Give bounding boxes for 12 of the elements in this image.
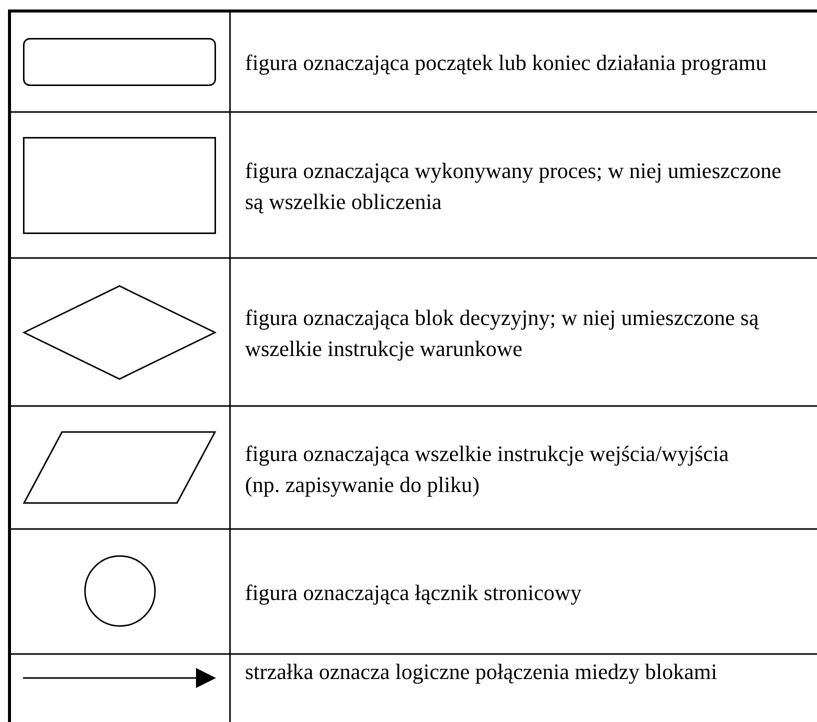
description-text: figura oznaczająca początek lub koniec działania programu — [245, 49, 768, 77]
decision-diamond — [23, 285, 216, 380]
description-text: figura oznaczająca łącznik stronicowy — [245, 579, 583, 607]
process-symbol — [23, 137, 216, 234]
description-text: figura oznaczająca wszelkie instrukcje wejścia/wyjścia — [245, 440, 730, 468]
terminator-symbol — [23, 38, 216, 86]
input-output-symbol — [23, 431, 216, 504]
description-text: figura oznaczająca blok decyzyjny; w niej umieszczone są wszelkie instrukcje warunkowe — [245, 304, 760, 363]
connector-circle — [84, 555, 156, 627]
description-text: (np. zapisywanie do pliku) — [245, 470, 481, 499]
description-text: figura oznaczająca wykonywany proces; w niej umieszczone są wszelkie obliczenia — [245, 157, 782, 216]
description-text: strzałka oznacza logiczne połączenia miedzy blokami — [245, 658, 718, 686]
